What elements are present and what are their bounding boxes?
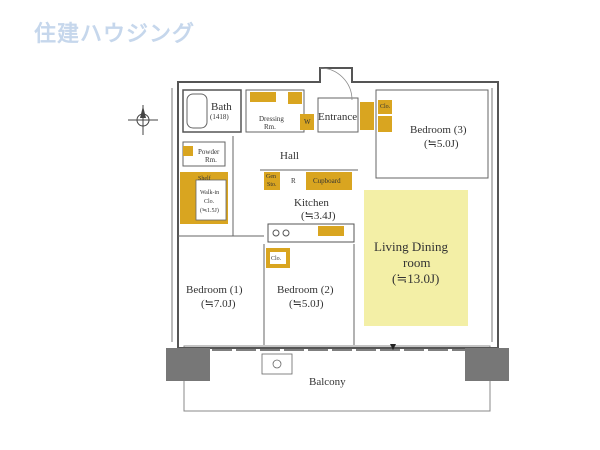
gen-storage <box>264 172 280 190</box>
walkin-size: (≒1.5J) <box>200 208 219 214</box>
cupboard <box>306 172 352 190</box>
column-right <box>465 348 509 381</box>
walkin-label: Walk-in <box>200 190 220 196</box>
bath-size: (1418) <box>210 113 229 121</box>
balcony-label: Balcony <box>309 376 346 388</box>
dressing-shelf <box>250 92 276 102</box>
bathtub <box>186 93 208 129</box>
bedroom2-size: (≒5.0J) <box>289 298 324 310</box>
entrance-closet <box>360 102 374 130</box>
bath-room <box>182 89 242 133</box>
living-label: Living Dining <box>374 239 449 254</box>
washer-space <box>300 114 314 130</box>
gen-sto-label: Gen <box>266 174 276 180</box>
dressing-room <box>245 89 305 133</box>
bedroom1-size: (≒7.0J) <box>201 298 236 310</box>
living-size: (≒13.0J) <box>392 271 440 286</box>
outdoor-unit <box>261 353 293 375</box>
living-dining-area <box>364 190 468 326</box>
bedroom2-closet-label: Clo. <box>271 256 282 262</box>
powder-label: Powder <box>198 148 220 156</box>
bedroom3-label: Bedroom (3) <box>410 124 467 136</box>
cupboard-label: Cupboard <box>313 177 341 185</box>
washer-label: W <box>304 118 311 126</box>
unit-outline <box>177 67 499 349</box>
kitchen-storage <box>318 226 344 236</box>
bath-label: Bath <box>211 101 232 113</box>
gen-sto-sub: Sto. <box>267 182 277 188</box>
refrigerator-label: R <box>291 177 296 185</box>
kitchen-size: (≒3.4J) <box>301 210 336 222</box>
kitchen-counter <box>267 223 355 243</box>
brand-logo: 住建ハウジング <box>34 22 196 47</box>
bedroom2-label: Bedroom (2) <box>277 284 334 296</box>
dressing-storage <box>288 92 302 104</box>
living-sub: room <box>403 255 431 270</box>
bedroom3-closet-label: Clo. <box>380 104 391 110</box>
bedroom3-closet <box>378 100 392 114</box>
dressing-sub: Rm. <box>264 123 276 131</box>
hall-label: Hall <box>280 150 299 162</box>
bedroom3-size: (≒5.0J) <box>424 138 459 150</box>
bedroom3-closet2 <box>378 116 392 132</box>
entrance-area <box>317 97 359 133</box>
entrance-label: Entrance <box>318 111 358 123</box>
walkin-sub: Clo. <box>204 199 215 205</box>
dressing-label: Dressing <box>259 115 284 123</box>
column-left <box>166 348 210 381</box>
powder-sub: Rm. <box>205 156 217 164</box>
shelf-label: Shelf <box>198 176 211 182</box>
kitchen-label: Kitchen <box>294 197 329 209</box>
compass-icon <box>128 105 158 135</box>
bedroom1-label: Bedroom (1) <box>186 284 243 296</box>
